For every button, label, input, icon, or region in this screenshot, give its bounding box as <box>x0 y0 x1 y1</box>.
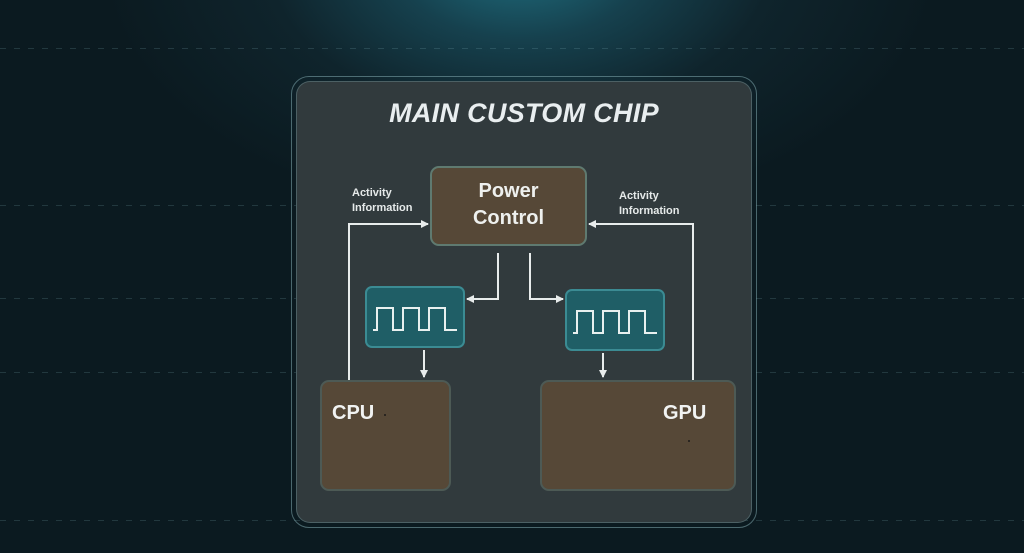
gpu-block: GPU <box>540 380 736 491</box>
activity-right-line1: Activity <box>619 190 659 202</box>
speck <box>688 440 690 442</box>
gpu-activity-arrow <box>588 220 694 380</box>
chip-title: MAIN CUSTOM CHIP <box>389 98 659 128</box>
square-wave-icon <box>373 307 457 331</box>
activity-right-line2: Information <box>619 205 680 217</box>
power-control-line1: Power <box>478 180 539 202</box>
chip-outer-border <box>291 76 757 528</box>
activity-info-left-label: Activity Information <box>352 186 413 216</box>
clock-generator-left <box>365 286 465 348</box>
power-control-label: Power Control <box>432 178 585 232</box>
cpu-activity-arrow <box>348 220 429 380</box>
activity-left-line1: Activity <box>352 187 392 199</box>
square-wave-icon <box>573 310 657 334</box>
gpu-label: GPU <box>663 402 707 424</box>
power-to-right-clock-arrow <box>529 253 564 303</box>
clock-generator-right <box>565 289 665 351</box>
power-control-block: Power Control <box>430 166 587 246</box>
power-control-line2: Control <box>472 207 545 229</box>
activity-left-line2: Information <box>352 202 413 214</box>
cpu-label: CPU <box>332 402 375 424</box>
speck <box>384 414 386 416</box>
cpu-block: CPU <box>320 380 451 491</box>
scan-line <box>0 48 1024 49</box>
activity-info-right-label: Activity Information <box>619 189 680 219</box>
power-to-left-clock-arrow <box>466 253 499 303</box>
